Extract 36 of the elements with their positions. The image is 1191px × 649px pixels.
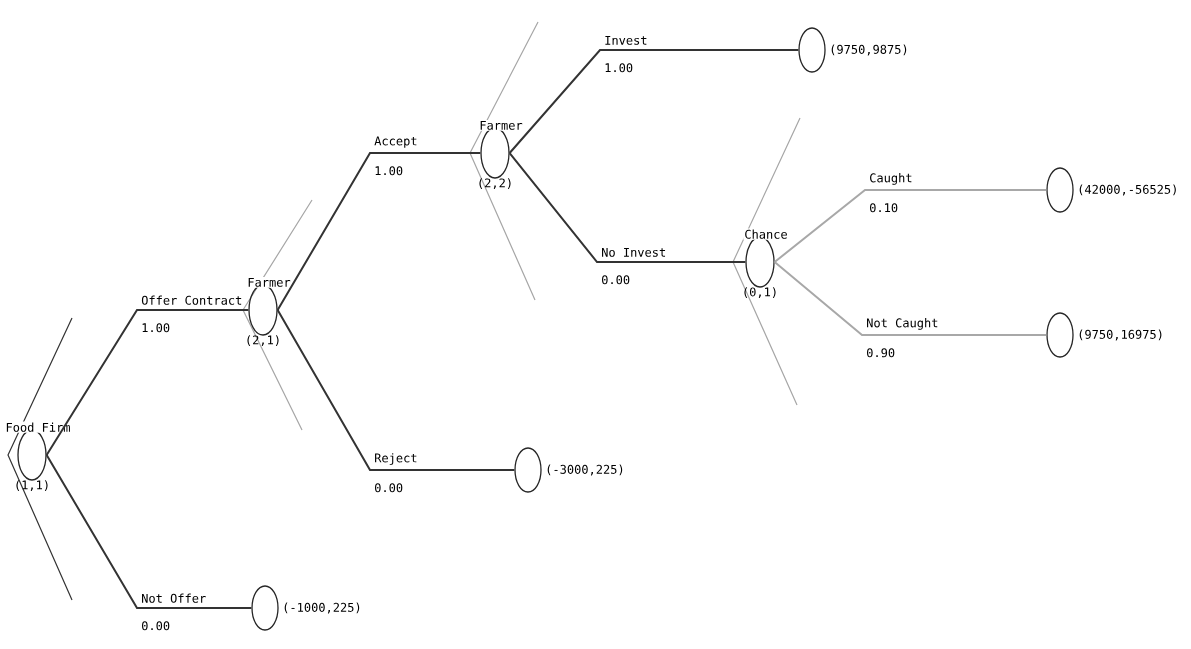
probability-label: 0.90 xyxy=(867,348,895,358)
probability-label: 1.00 xyxy=(375,166,403,176)
payoff-label: (9750,9875) xyxy=(831,44,907,56)
branch-line xyxy=(45,309,250,456)
payoff-label: (42000,-56525) xyxy=(1079,184,1176,196)
info-set-label: (1,1) xyxy=(16,480,48,491)
info-set-label: (2,1) xyxy=(247,335,279,346)
branch-label: Not Offer xyxy=(142,593,206,603)
probability-label: 0.10 xyxy=(870,203,898,213)
branch-line xyxy=(45,454,253,609)
branch-label: Invest xyxy=(605,35,647,45)
probability-label: 0.00 xyxy=(375,483,403,493)
branch-label: Accept xyxy=(374,136,417,148)
branch-line xyxy=(508,49,800,154)
payoff-label: (-3000,225) xyxy=(547,464,623,476)
branch-line xyxy=(773,189,1048,263)
payoff-label: (9750,16975) xyxy=(1079,329,1162,341)
branch-label: Caught xyxy=(870,173,912,185)
info-set-label: (2,2) xyxy=(479,178,511,189)
probability-label: 1.00 xyxy=(142,323,170,333)
probability-label: 0.00 xyxy=(602,275,630,285)
branch-label: Not Caught xyxy=(867,318,938,330)
probability-label: 0.00 xyxy=(142,621,170,631)
branch-label: Reject xyxy=(375,453,417,465)
info-set-label: (0,1) xyxy=(744,287,776,298)
branch-line xyxy=(276,152,482,311)
branch-label: Offer Contract xyxy=(141,295,242,305)
player-label: Farmer xyxy=(246,276,292,288)
branch-line xyxy=(508,152,747,263)
branch-line xyxy=(773,261,1048,336)
payoff-label: (-1000,225) xyxy=(284,602,360,614)
probability-label: 1.00 xyxy=(605,63,633,73)
player-label: Farmer xyxy=(478,119,524,131)
player-label: Chance xyxy=(743,228,789,240)
branch-line xyxy=(276,309,516,471)
branch-label: No Invest xyxy=(602,247,666,257)
